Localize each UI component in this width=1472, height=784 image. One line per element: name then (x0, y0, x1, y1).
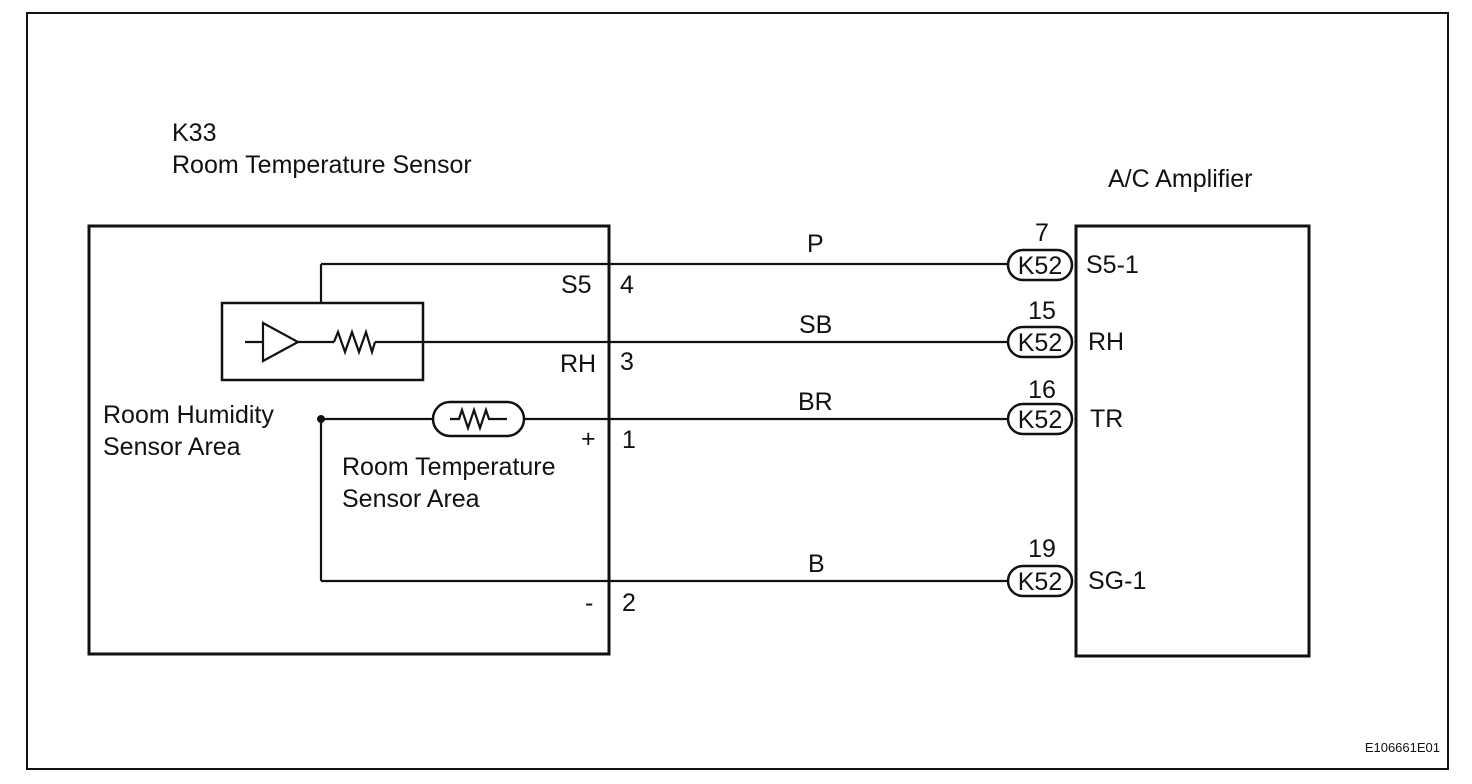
terminal-pin-15: 15 (1028, 297, 1056, 325)
pin-number-3: 3 (620, 348, 634, 376)
pin-number-2: 2 (622, 589, 636, 617)
connector-code: K52 (1018, 329, 1062, 357)
sensor-name: Room Temperature Sensor (172, 151, 472, 179)
connector-code: K52 (1018, 406, 1062, 434)
pin-name-rh: RH (560, 350, 596, 378)
amplifier-symbol-icon (245, 321, 334, 363)
sensor-id: K33 (172, 119, 216, 147)
terminal-name-sg-1: SG-1 (1088, 567, 1146, 595)
connector-oval (1006, 248, 1074, 282)
terminal-name-s5-1: S5-1 (1086, 251, 1139, 279)
sensor-box (87, 224, 611, 656)
pin-number-4: 4 (620, 271, 634, 299)
temperature-area-label-1: Room Temperature (342, 453, 556, 481)
connector-code: K52 (1018, 568, 1062, 596)
connector-oval (1006, 564, 1074, 598)
amplifier-box (1074, 224, 1311, 658)
humidity-area-label-2: Sensor Area (103, 433, 241, 461)
connector-terminal-rh: K52 15 RH (1006, 297, 1124, 359)
connector-terminal-tr: K52 16 TR (1006, 376, 1123, 436)
wire-color-p: P (807, 230, 824, 258)
terminal-pin-16: 16 (1028, 376, 1056, 404)
connector-oval (1006, 325, 1074, 359)
terminal-pin-19: 19 (1028, 535, 1056, 563)
pin-name-plus: + (581, 425, 596, 453)
thermistor-icon (450, 406, 507, 432)
pin-number-1: 1 (622, 426, 636, 454)
connector-terminal-sg-1: K52 19 SG-1 (1006, 535, 1146, 598)
humidity-resistor-icon (332, 328, 377, 356)
wire-color-br: BR (798, 388, 833, 416)
pin-name-minus: - (585, 589, 593, 617)
connector-oval (1006, 402, 1074, 436)
terminal-name-tr: TR (1090, 405, 1123, 433)
terminal-pin-7: 7 (1035, 219, 1049, 247)
amplifier-name: A/C Amplifier (1108, 165, 1252, 193)
terminal-name-rh: RH (1088, 328, 1124, 356)
humidity-area-label-1: Room Humidity (103, 401, 274, 429)
outer-frame (26, 12, 1449, 770)
wire-color-sb: SB (799, 311, 832, 339)
thermistor-body (431, 400, 526, 438)
temperature-area-label-2: Sensor Area (342, 485, 480, 513)
figure-code: E106661E01 (1365, 740, 1440, 755)
connector-terminal-s5-1: K52 7 S5-1 (1006, 219, 1139, 282)
connector-code: K52 (1018, 252, 1062, 280)
wire-color-b: B (808, 550, 825, 578)
pin-name-s5: S5 (561, 271, 592, 299)
